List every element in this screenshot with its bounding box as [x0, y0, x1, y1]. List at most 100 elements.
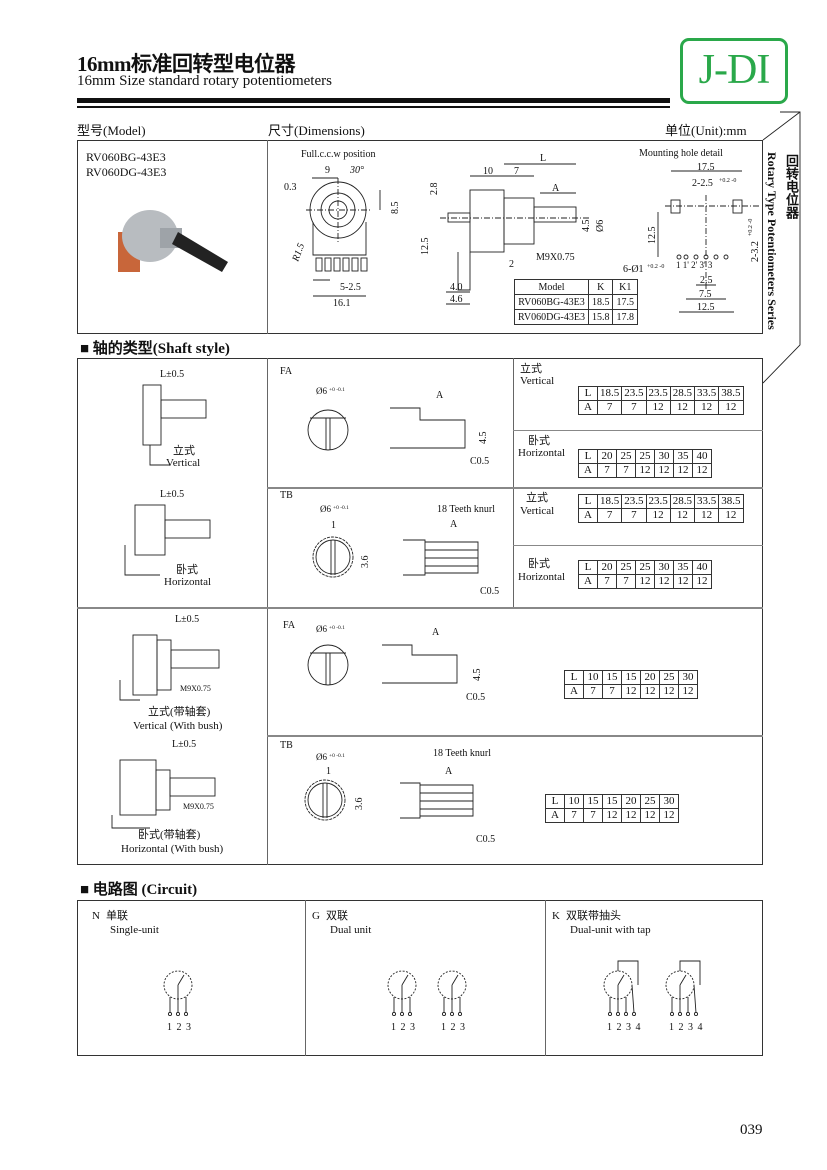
- dim-chamfer: C0.5: [480, 586, 499, 597]
- page-number: 039: [740, 1122, 763, 1138]
- dim-pins-tolerance: +0.2 -0: [647, 264, 664, 270]
- potentiometer-symbol: [437, 970, 467, 1017]
- divider: [77, 607, 763, 609]
- divider: [267, 358, 268, 865]
- side-tab: 回转电位器 Rotary Type Potentiometers Series: [765, 112, 810, 382]
- table-cell: 12: [669, 400, 696, 415]
- fa-label: FA: [283, 620, 296, 631]
- dim-4.5: 4.5: [581, 220, 592, 233]
- header-rule-thin: [77, 106, 670, 108]
- circuit-name-en: Single-unit: [110, 924, 159, 936]
- dim-A: A: [436, 390, 444, 401]
- dim-dia-tolerance: +0 -0.1: [329, 625, 345, 631]
- divider: [267, 487, 763, 489]
- dim-A: A: [450, 519, 458, 530]
- dim-12.5: 12.5: [420, 238, 431, 256]
- table-cell: 12: [693, 508, 720, 523]
- dim-17.5: 17.5: [697, 162, 715, 173]
- product-photo: [118, 210, 228, 272]
- divider: [513, 430, 763, 431]
- brand-logo: J-DI: [680, 38, 788, 104]
- dim-thread: M9X0.75: [180, 684, 211, 693]
- table-cell: 33.5: [693, 386, 720, 401]
- front-view-drawing: Full.c.c.w position 9 30° 0.3 8.5 R1.5 5…: [284, 149, 401, 309]
- dim-pins: 6-Ø1: [623, 264, 644, 275]
- table-cell: 12: [654, 463, 674, 478]
- title-en: 16mm Size standard rotary potentiometers: [77, 73, 332, 89]
- fa-shaft-drawing-1: FA Ø6 +0 -0.1 A 4.5 C0.5: [280, 366, 489, 467]
- dim-l: L±0.5: [160, 489, 184, 500]
- tb-label: TB: [280, 490, 293, 501]
- side-tab-outline: [762, 111, 801, 384]
- table-cell: 12: [693, 400, 720, 415]
- divider: [545, 900, 546, 1056]
- table-horizontal-cn: 卧式: [528, 558, 550, 570]
- k-cell: 17.5: [612, 294, 638, 310]
- dimensions-label: 尺寸(Dimensions): [268, 123, 365, 138]
- pin-numbers: 1 2 3 4: [607, 1022, 642, 1033]
- dim-2.5: 2.5: [700, 275, 713, 286]
- dim-dia-tolerance: +0 -0.1: [329, 387, 345, 393]
- dim-r1.5: R1.5: [290, 242, 307, 264]
- table-horizontal-cn: 卧式: [528, 435, 550, 447]
- tb-label: TB: [280, 740, 293, 751]
- dim-3.6: 3.6: [354, 798, 365, 811]
- potentiometer-symbol: [163, 970, 193, 1017]
- circuit-name-en: Dual unit: [330, 924, 372, 936]
- model-name: RV060BG-43E3: [86, 150, 166, 164]
- potentiometer-symbol: [603, 960, 639, 1017]
- k-cell: 17.8: [612, 309, 638, 325]
- table-cell: 12: [635, 463, 655, 478]
- dim-4.5: 4.5: [478, 432, 489, 445]
- dim-7.5: 7.5: [699, 289, 712, 300]
- pin-numbers: 1 2 3 4: [669, 1022, 704, 1033]
- table-cell: 12: [659, 808, 679, 823]
- tb-shaft-drawing-1: TB Ø6 +0 -0.1 1 3.6 18 Teeth knurl A C0.…: [280, 490, 499, 597]
- dim-slot: 2-3.2: [750, 241, 761, 262]
- dim-9: 9: [325, 165, 330, 176]
- horizontal-en: Horizontal: [164, 576, 212, 588]
- circuit-code: G: [312, 910, 320, 922]
- dim-dia: Ø6: [316, 624, 327, 634]
- pot-horizontal-drawing: L±0.5: [124, 489, 211, 576]
- header-rule: [77, 98, 670, 103]
- table-cell: 12: [621, 808, 641, 823]
- title-cn: 16mm标准回转型电位器: [77, 52, 296, 76]
- dim-thread: M9X0.75: [536, 252, 575, 263]
- mount-caption: Mounting hole detail: [639, 148, 723, 159]
- pin-numbers: 1 2 3: [167, 1022, 192, 1033]
- divider: [267, 735, 763, 737]
- dim-dia-tolerance: +0 -0.1: [333, 505, 349, 511]
- dim-8.5: 8.5: [390, 202, 401, 215]
- dim-A: A: [432, 627, 440, 638]
- side-view-drawing: 10 7 L A 2.8 12.5 4.5 Ø6 M9X0.75 2 4.0 4…: [420, 153, 606, 305]
- horizontal-cn: 卧式: [176, 564, 198, 576]
- table-horizontal-en: Horizontal: [518, 447, 566, 459]
- table-vertical-cn: 立式: [526, 492, 548, 504]
- dim-12.5: 12.5: [647, 227, 658, 245]
- vbush-cn: 立式(带轴套): [148, 706, 211, 718]
- dim-dia-tolerance: +0 -0.1: [329, 753, 345, 759]
- unit-label: 单位(Unit):mm: [665, 123, 747, 138]
- dim-A: A: [552, 183, 560, 194]
- table-horizontal-en: Horizontal: [518, 571, 566, 583]
- table-cell: 38.5: [718, 494, 744, 509]
- table-cell: 12: [654, 574, 674, 589]
- dim-chamfer: C0.5: [476, 834, 495, 845]
- tb-shaft-drawing-2: TB Ø6 +0 -0.1 1 3.6 18 Teeth knurl A C0.…: [280, 740, 495, 845]
- dim-A: A: [445, 766, 453, 777]
- potentiometer-symbol: [665, 960, 701, 1017]
- divider: [513, 545, 763, 546]
- table-cell: 12: [692, 463, 712, 478]
- divider: [305, 900, 306, 1056]
- dim-12.5b: 12.5: [697, 302, 715, 313]
